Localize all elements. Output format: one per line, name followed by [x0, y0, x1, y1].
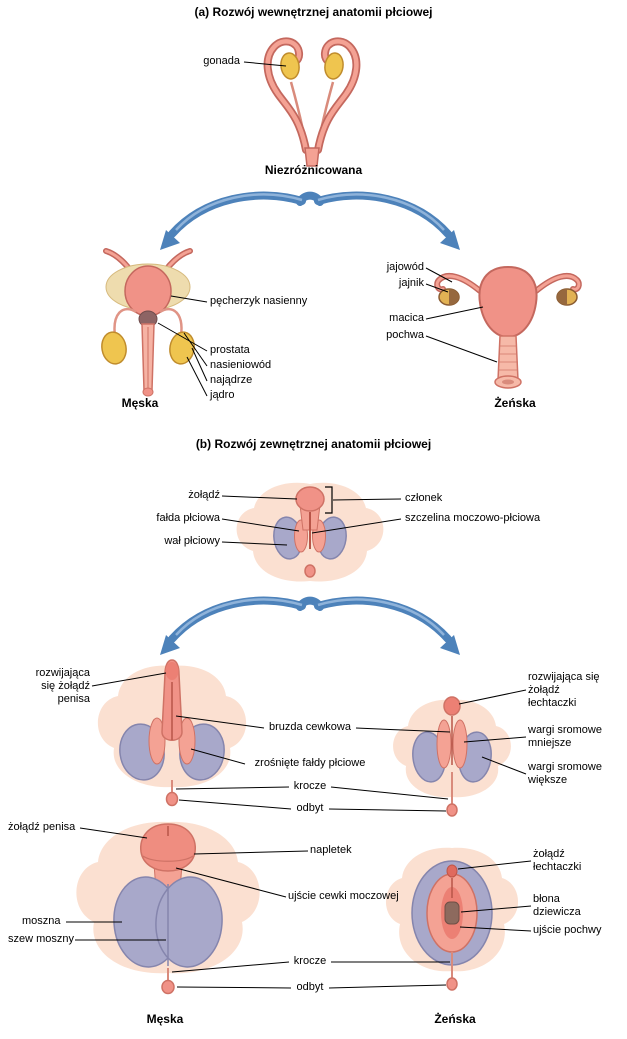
undifferentiated-internal-label: Niezróżnicowana	[264, 163, 363, 177]
section-b-title: (b) Rozwój zewnętrznej anatomii płciowej	[195, 437, 432, 451]
callout-vaginal-opening: ujście pochwy	[533, 924, 602, 936]
callout-uterus: macica	[389, 312, 424, 324]
callout-oviduct: jajowód	[386, 261, 424, 273]
callout-testis: jądro	[210, 389, 235, 401]
female-external-label: Żeńska	[434, 1012, 476, 1026]
male-internal-label: Męska	[121, 396, 159, 410]
female-internal-label: Żeńska	[494, 396, 536, 410]
callout-ovary: jajnik	[398, 277, 424, 289]
illustration-internal-male	[101, 248, 195, 397]
callout-fused-folds: zrośnięte fałdy płciowe	[254, 757, 366, 769]
callout-vagina: pochwa	[386, 329, 424, 341]
callout-perineum-developing: krocze	[293, 780, 327, 792]
callout-hymen: błona dziewicza	[533, 893, 581, 918]
callout-glans-undiff: żołądź	[188, 489, 220, 501]
callout-glans-penis: żołądź penisa	[8, 821, 76, 833]
section-a-title: (a) Rozwój wewnętrznej anatomii płciowej	[194, 5, 433, 19]
callout-gonad: gonada	[203, 55, 240, 67]
illustration-internal-female	[434, 265, 582, 389]
callout-phallus: członek	[405, 492, 443, 504]
callout-foreskin: napletek	[310, 844, 352, 856]
callout-glans-clitoris: żołądź łechtaczki	[533, 848, 582, 873]
illustration-developing-female	[393, 696, 511, 817]
callout-scrotum: moszna	[22, 915, 61, 927]
callout-perineum-final: krocze	[293, 955, 327, 967]
callout-developing-glans-penis: rozwijająca się żołądź penisa	[35, 667, 90, 705]
male-external-label: Męska	[146, 1012, 184, 1026]
callout-lines	[66, 61, 532, 989]
illustration-external-undifferentiated	[236, 482, 384, 582]
callout-epididymis: najądrze	[210, 374, 253, 386]
illustration-developing-male	[97, 659, 247, 807]
illustration-final-female	[385, 847, 519, 991]
branch-arrow-internal	[160, 191, 460, 250]
callout-urethral-groove: bruzda cewkowa	[269, 721, 351, 733]
callout-seminal-vesicle: pęcherzyk nasienny	[210, 295, 308, 307]
callout-urethral-opening: ujście cewki moczowej	[288, 890, 399, 902]
callout-genital-swelling: wał płciowy	[164, 535, 220, 547]
branch-arrow-external	[160, 596, 460, 655]
callout-anus-developing: odbyt	[296, 802, 324, 814]
callout-urogenital-slit: szczelina moczowo-płciowa	[405, 512, 541, 524]
callout-prostate: prostata	[210, 344, 250, 356]
illustration-internal-undifferentiated	[263, 37, 361, 167]
callout-genital-fold: fałda płciowa	[156, 512, 220, 524]
illustration-final-male	[76, 821, 260, 995]
callout-labia-minora: wargi sromowe mniejsze	[528, 724, 602, 749]
callout-developing-glans-clitoris: rozwijająca się żołądź łechtaczki	[528, 671, 600, 709]
callout-labia-majora: wargi sromowe większe	[528, 761, 602, 786]
callout-anus-final: odbyt	[296, 981, 324, 993]
callout-scrotal-raphe: szew moszny	[8, 933, 75, 945]
callout-vas-deferens: nasieniowód	[210, 359, 272, 371]
